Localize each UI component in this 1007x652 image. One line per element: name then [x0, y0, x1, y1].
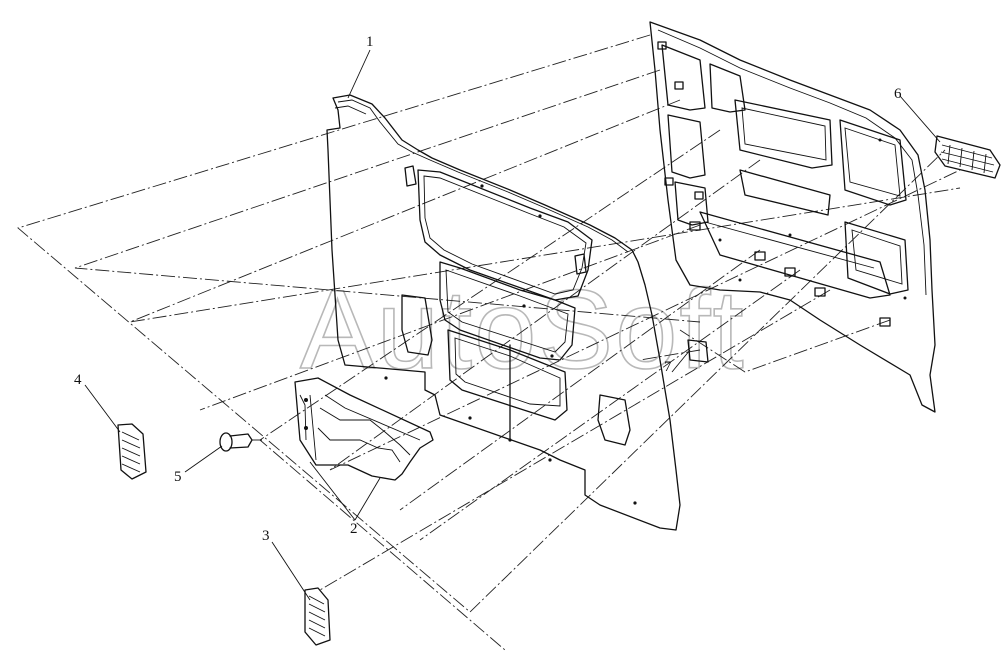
callout-4: 4	[74, 372, 82, 388]
callout-5: 5	[174, 469, 182, 485]
part-1-inner-trim-panel	[326, 94, 681, 531]
assembly-lines	[17, 34, 961, 651]
callout-6: 6	[894, 86, 902, 102]
callout-1: 1	[366, 34, 374, 50]
callout-3: 3	[262, 528, 270, 544]
part-4-vent-grille	[117, 423, 147, 480]
part-6-outlet-grille	[934, 135, 1001, 179]
callout-labels: 1 2 3 4 5 6 7	[74, 34, 902, 544]
part-7-rear-body-panel	[649, 21, 936, 413]
part-5-push-pin	[219, 432, 262, 452]
callout-2: 2	[350, 521, 358, 537]
callout-7: 7	[664, 359, 672, 375]
part-2-lower-bracket	[294, 377, 434, 481]
callout-leaders	[84, 49, 941, 601]
part-3-vent-grille	[304, 587, 331, 646]
watermark-text: AutoSoft	[300, 267, 746, 392]
